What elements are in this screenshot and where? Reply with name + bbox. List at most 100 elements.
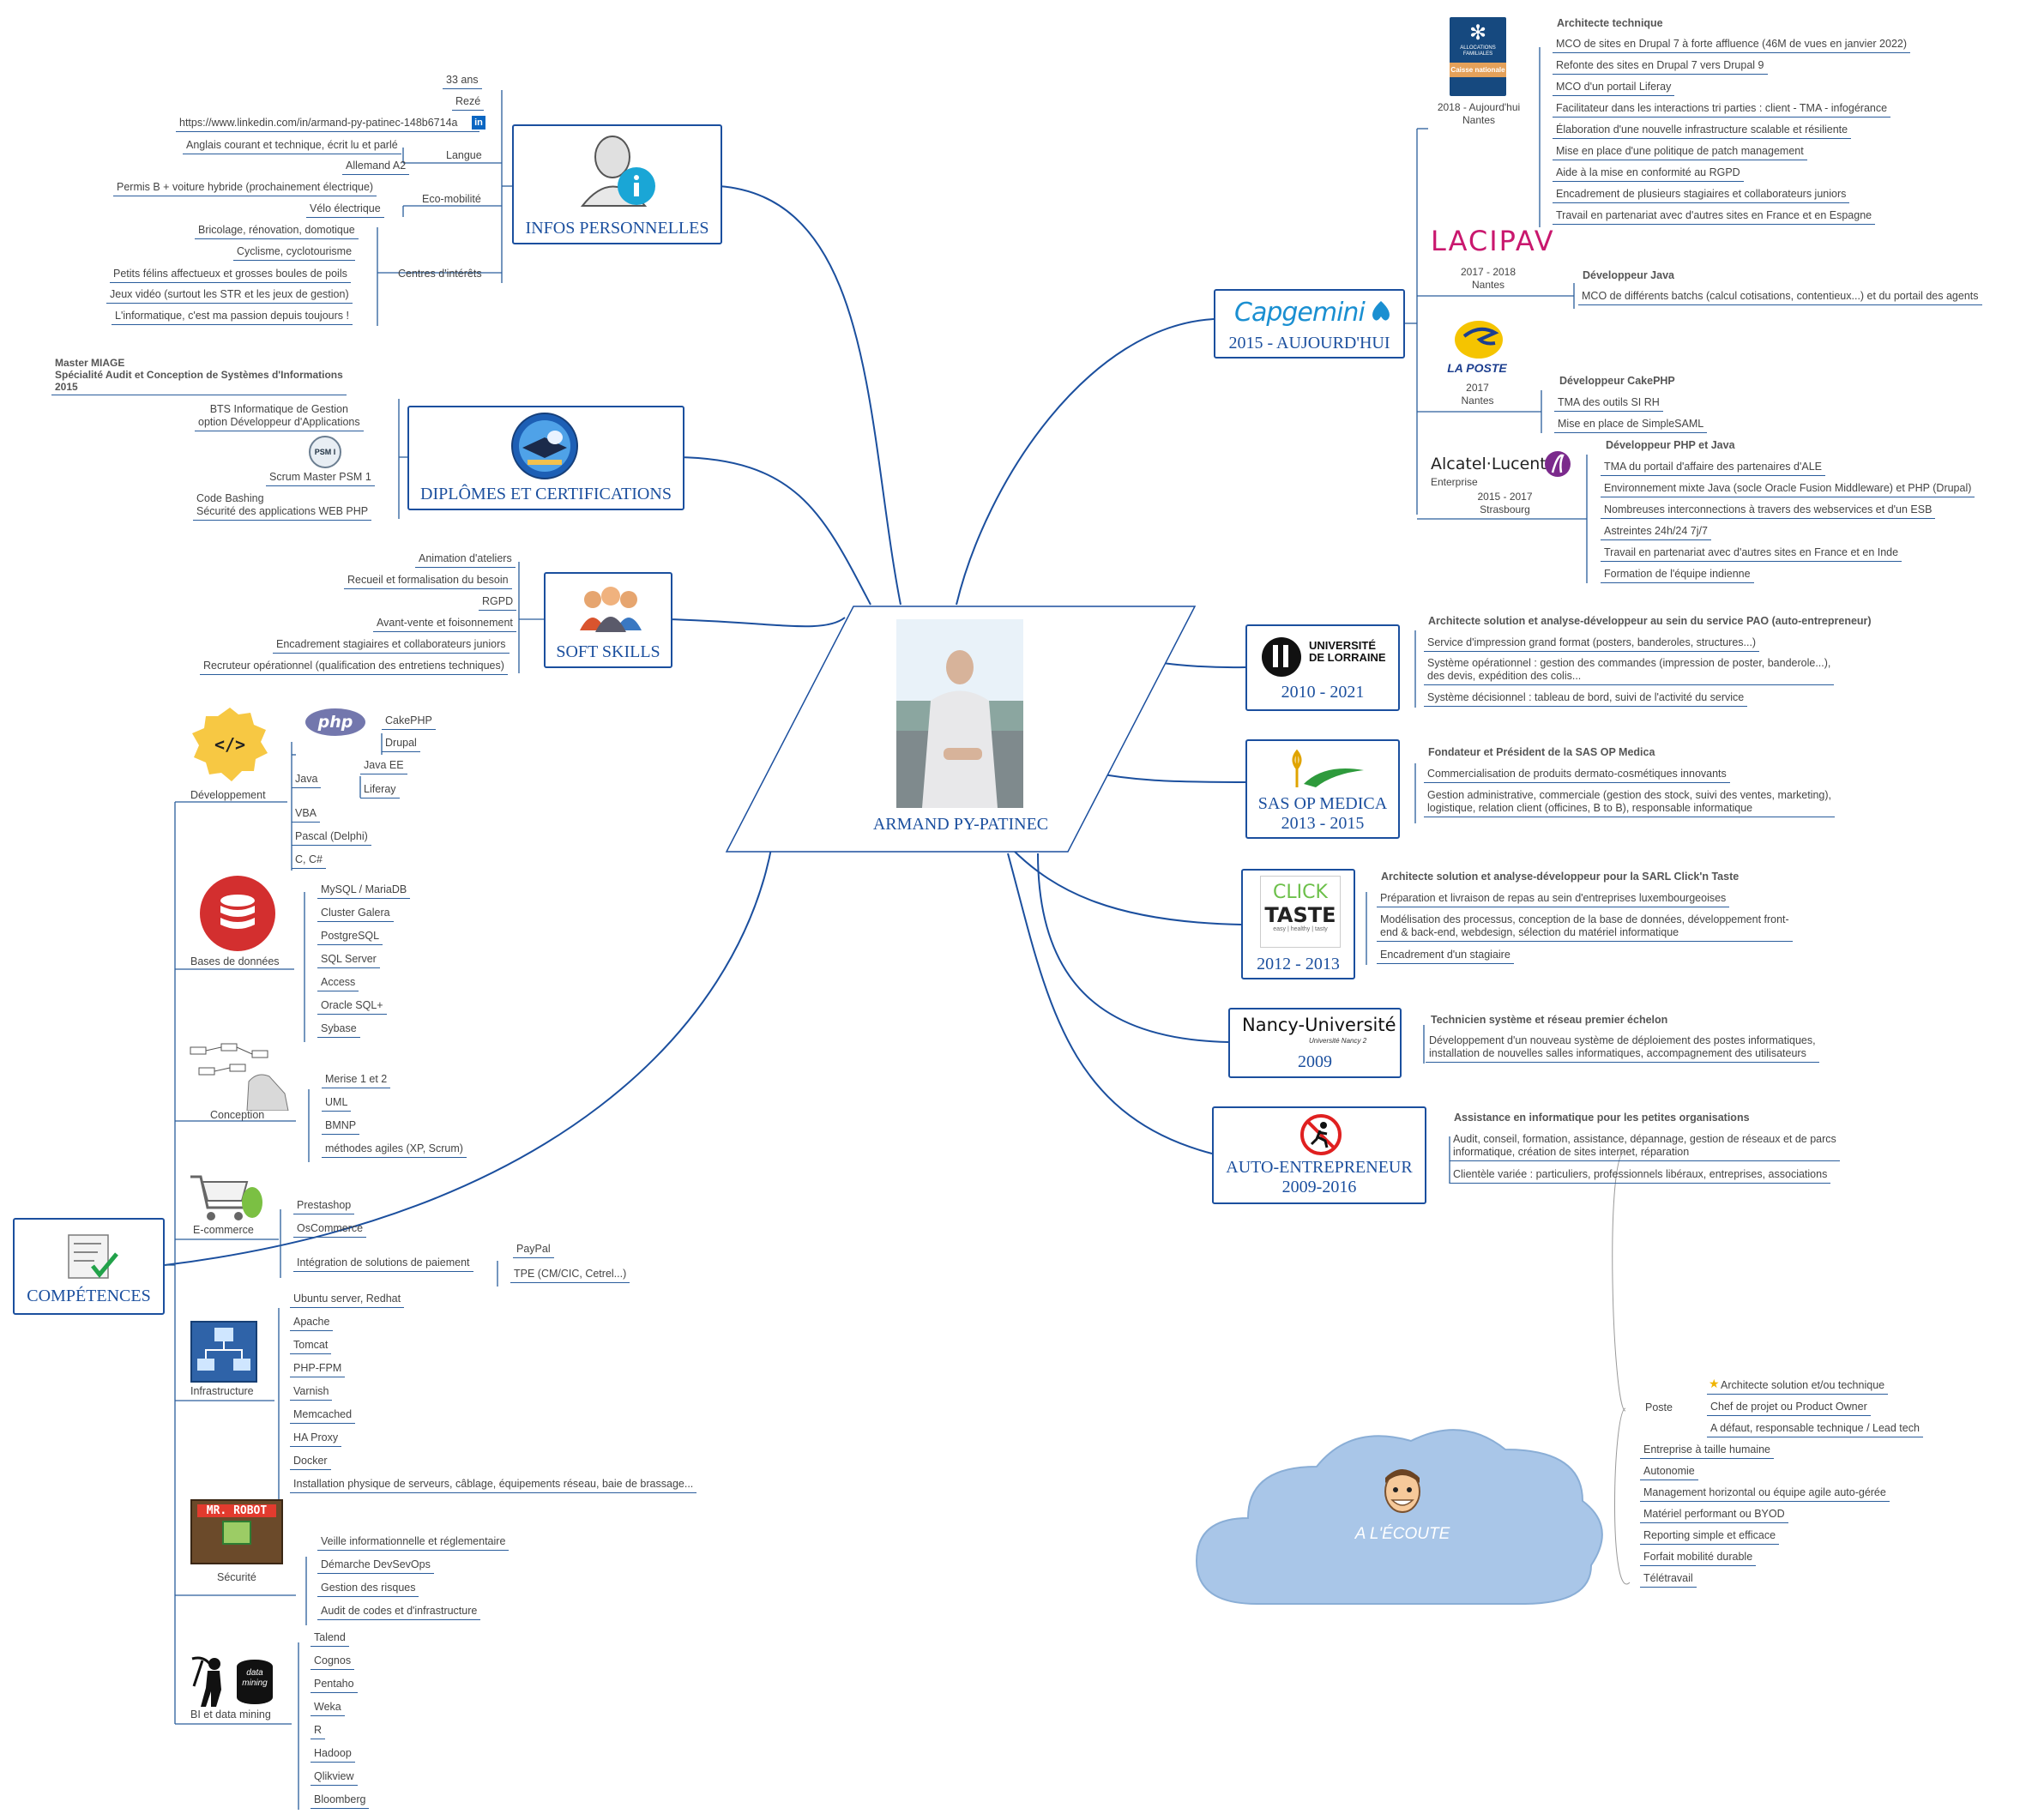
clicktaste-item: Encadrement d'un stagiaire	[1377, 949, 1514, 964]
dev-label: Développement	[190, 789, 266, 801]
opmedica-title: SAS OP MEDICA 2013 - 2015	[1257, 794, 1388, 833]
ecom-item: Prestashop	[293, 1199, 355, 1214]
ecoute-title: A L'ÉCOUTE	[1354, 1525, 1450, 1543]
eco-item: Permis B + voiture hybride (prochainemen…	[113, 181, 377, 196]
conc-item: Merise 1 et 2	[322, 1073, 391, 1088]
bi-item: Pentaho	[311, 1678, 358, 1693]
alcatel-logo: Alcatel·Lucent	[1431, 455, 1547, 473]
clicktaste-node[interactable]: CLICK TASTE easy | healthy | tasty 2012 …	[1241, 869, 1355, 979]
secu-item: Démarche DevSevOps	[317, 1558, 434, 1574]
caf-item: MCO de sites en Drupal 7 à forte affluen…	[1553, 38, 1911, 53]
ecoute-item: Management horizontal ou équipe agile au…	[1640, 1486, 1890, 1502]
nancy-logo-sub: Université Nancy 2	[1309, 1037, 1367, 1045]
soft-item: Recueil et formalisation du besoin	[344, 574, 512, 589]
conc-label: Conception	[210, 1109, 265, 1121]
ecom-label: E-commerce	[193, 1224, 254, 1236]
city: Rezé	[452, 95, 485, 111]
dev-item: CakePHP	[382, 714, 436, 730]
soft-item: Recruteur opérationnel (qualification de…	[200, 660, 508, 675]
opmedica-node[interactable]: SAS OP MEDICA 2013 - 2015	[1245, 739, 1400, 839]
ecoute-item: Matériel performant ou BYOD	[1640, 1508, 1788, 1523]
secu-item: Veille informationnelle et réglementaire	[317, 1535, 510, 1551]
bts-degree: BTS Informatique de Gestion option Dével…	[195, 403, 364, 431]
dev-java: Java	[292, 773, 322, 788]
bi-item: Cognos	[311, 1654, 355, 1670]
dev-item: C, C#	[292, 853, 326, 869]
ecoute-item: Entreprise à taille humaine	[1640, 1443, 1774, 1459]
lorraine-node[interactable]: UNIVERSITÉ DE LORRAINE 2010 - 2021	[1245, 624, 1400, 711]
bdd-item: MySQL / MariaDB	[317, 883, 411, 899]
centre-item: Bricolage, rénovation, domotique	[195, 224, 359, 239]
bi-item: Weka	[311, 1701, 345, 1716]
infra-label: Infrastructure	[190, 1385, 254, 1397]
plant-logo-icon	[1292, 749, 1364, 787]
ecoute-item: Télétravail	[1640, 1572, 1697, 1588]
nancy-node[interactable]: Nancy-Université Université Nancy 2 2009	[1228, 1008, 1402, 1078]
bi-item: Talend	[311, 1631, 349, 1647]
linkedin-url[interactable]: https://www.linkedin.com/in/armand-py-pa…	[176, 117, 480, 132]
clicktaste-title: 2012 - 2013	[1257, 955, 1340, 973]
clicktaste-role: Architecte solution et analyse-développe…	[1381, 871, 1740, 883]
poste-dates: 2017 Nantes	[1461, 382, 1494, 407]
bdd-item: Sybase	[317, 1022, 360, 1038]
diplomes-title: DIPLÔMES ET CERTIFICATIONS	[420, 485, 672, 503]
poste-item: TMA des outils SI RH	[1554, 396, 1663, 412]
auto-role: Assistance en informatique pour les peti…	[1454, 1112, 1750, 1124]
bi-item: R	[311, 1724, 326, 1739]
auto-node[interactable]: AUTO-ENTREPRENEUR 2009-2016	[1212, 1106, 1426, 1204]
capgemini-node[interactable]: Capgemini 2015 - AUJOURD'HUI	[1214, 289, 1405, 359]
team-icon	[580, 587, 642, 632]
infra-item: Memcached	[290, 1408, 356, 1424]
ecoute-poste-item: A défaut, responsable technique / Lead t…	[1707, 1422, 1923, 1437]
psm-cert: Scrum Master PSM 1	[266, 471, 375, 486]
infra-item: Ubuntu server, Redhat	[290, 1293, 405, 1308]
lorraine-item: Système opérationnel : gestion des comma…	[1424, 657, 1835, 685]
conc-item: méthodes agiles (XP, Scrum)	[322, 1142, 467, 1158]
auto-title: AUTO-ENTREPRENEUR 2009-2016	[1226, 1158, 1413, 1196]
soft-item: Encadrement stagiaires et collaborateurs…	[273, 638, 510, 654]
psm-badge-icon: PSM I	[309, 436, 341, 468]
dev-item: Java EE	[360, 759, 407, 774]
bi-item: Bloomberg	[311, 1793, 370, 1809]
ecoute-item: Autonomie	[1640, 1465, 1698, 1480]
alcatel-item: Formation de l'équipe indienne	[1601, 568, 1754, 583]
soft-title: SOFT SKILLS	[556, 642, 660, 661]
ecom-item: OsCommerce	[293, 1222, 367, 1238]
infos-node[interactable]: INFOS PERSONNELLES	[512, 124, 722, 244]
runner-sign-icon	[1300, 1114, 1342, 1155]
caf-item: Élaboration d'une nouvelle infrastructur…	[1553, 124, 1852, 139]
dev-item: VBA	[292, 807, 321, 823]
bdd-item: Access	[317, 976, 359, 991]
ecoute-cloud-shape[interactable]	[1179, 1407, 1625, 1630]
svg-text:</>: </>	[214, 734, 245, 755]
auto-item: Audit, conseil, formation, assistance, d…	[1450, 1133, 1840, 1161]
nancy-title: 2009	[1298, 1052, 1332, 1071]
code-bashing: Code Bashing Sécurité des applications W…	[193, 492, 372, 521]
database-icon	[200, 876, 275, 951]
graduation-icon	[511, 413, 578, 479]
clicktaste-item: Préparation et livraison de repas au sei…	[1377, 892, 1730, 907]
ecoute-item: Forfait mobilité durable	[1640, 1551, 1757, 1566]
competences-node[interactable]: COMPÉTENCES	[13, 1218, 165, 1315]
caf-item: Refonte des sites en Drupal 7 vers Drupa…	[1553, 59, 1768, 75]
diplomes-node[interactable]: DIPLÔMES ET CERTIFICATIONS	[407, 406, 684, 510]
alcatel-item: Environnement mixte Java (socle Oracle F…	[1601, 482, 1975, 497]
opmedica-item: Gestion administrative, commerciale (ges…	[1424, 789, 1836, 817]
lorraine-logo: UNIVERSITÉ DE LORRAINE	[1309, 639, 1386, 664]
ecoute-poste-label: Poste	[1645, 1401, 1673, 1413]
bi-item: Qlikview	[311, 1770, 358, 1786]
infra-item: Varnish	[290, 1385, 333, 1401]
linkedin-icon[interactable]: in	[472, 116, 485, 130]
caf-item: MCO d'un portail Liferay	[1553, 81, 1675, 96]
ecoute-poste-item: Architecte solution et/ou technique	[1707, 1379, 1889, 1395]
alcatel-item: Travail en partenariat avec d'autres sit…	[1601, 546, 1902, 562]
soft-item: Animation d'ateliers	[415, 552, 516, 568]
master-degree: Master MIAGE Spécialité Audit et Concept…	[51, 357, 347, 395]
soft-item: Avant-vente et foisonnement	[373, 617, 516, 632]
network-icon	[190, 1321, 257, 1383]
checklist-icon	[68, 1234, 118, 1279]
dev-item: Drupal	[382, 737, 420, 752]
soft-node[interactable]: SOFT SKILLS	[544, 572, 672, 668]
center-name: ARMAND PY-PATINEC	[872, 815, 1049, 834]
smiling-face-icon	[1384, 1469, 1420, 1513]
